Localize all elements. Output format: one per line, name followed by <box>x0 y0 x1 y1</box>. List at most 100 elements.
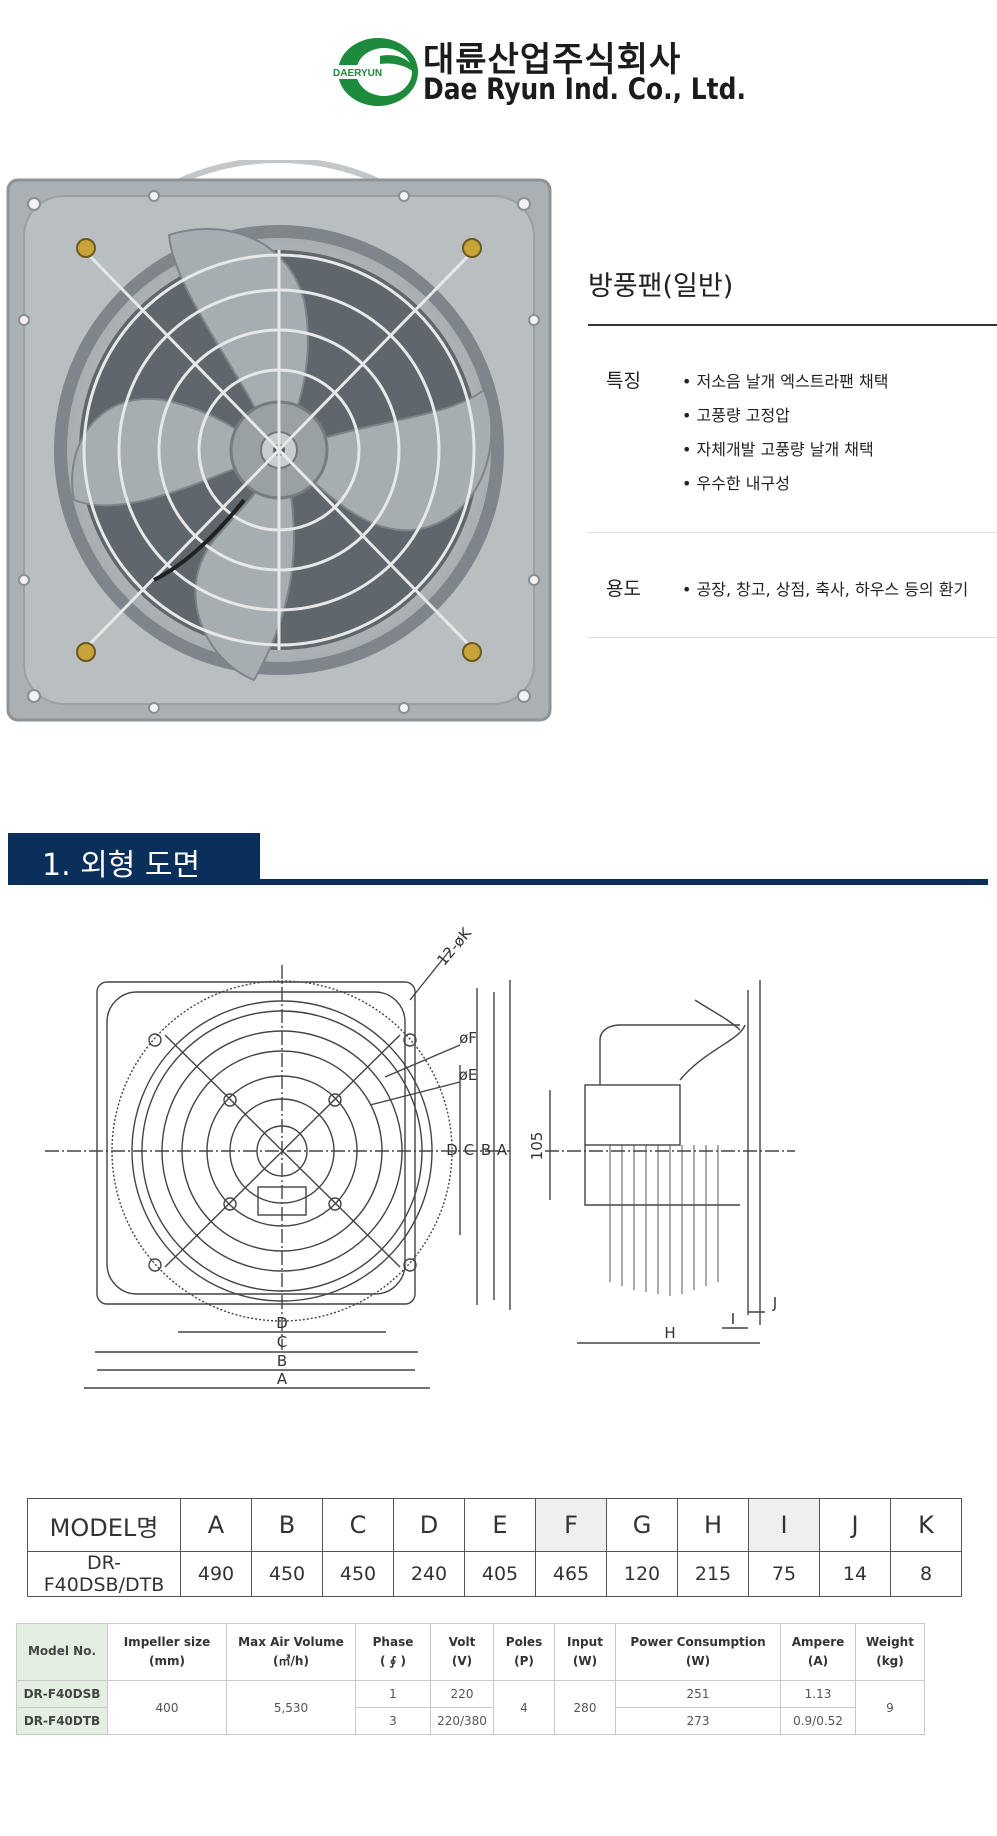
section-tab <box>8 833 260 885</box>
company-name-korean: 대륜산업주식회사 <box>423 40 682 80</box>
header-unit: (kg) <box>876 1654 904 1668</box>
label-horiz-c: C <box>277 1333 287 1351</box>
table-row: DR-F40DSB 400 5,530 1 220 4 280 251 1.13… <box>16 1680 925 1735</box>
header-label: Volt <box>448 1634 476 1649</box>
label-phi-e: øE <box>459 1066 478 1084</box>
model-cell: DR-F40DTB <box>16 1707 108 1735</box>
label-horiz-b: B <box>277 1352 287 1370</box>
feature-item: • 고풍량 고정압 <box>682 406 790 425</box>
header-poles: Poles (P) <box>493 1623 555 1681</box>
header-cell: K <box>890 1498 962 1552</box>
poles-cell: 4 <box>493 1680 555 1735</box>
divider <box>588 637 997 638</box>
product-fan-image <box>6 160 552 722</box>
table-row: DR-F40DTB 3 220/380 273 0.9/0.52 <box>16 1707 925 1735</box>
header-label: Impeller size <box>123 1634 211 1649</box>
feature-item: • 자체개발 고풍량 날개 채택 <box>682 440 874 459</box>
header-cell: J <box>819 1498 891 1552</box>
header-volt: Volt (V) <box>430 1623 494 1681</box>
power-cell: 273 <box>615 1707 781 1735</box>
header-unit: (V) <box>451 1654 473 1668</box>
section-underline <box>8 879 988 885</box>
company-logo: DAERYUN <box>330 38 418 106</box>
label-side-i: I <box>731 1310 735 1328</box>
label-vert-b: B <box>481 1141 491 1159</box>
dimension-table-header: MODEL명 A B C D E F G H I J K <box>27 1498 962 1552</box>
header-unit: (P) <box>514 1654 534 1668</box>
usage-item: • 공장, 창고, 상점, 축사, 하우스 등의 환기 <box>682 580 969 599</box>
outline-drawing: 12-øK øF øE D C B A D C B A 105 H I J <box>45 923 795 1389</box>
weight-cell: 9 <box>855 1680 925 1735</box>
header-weight: Weight (kg) <box>855 1623 925 1681</box>
label-phi-f: øF <box>459 1029 477 1047</box>
header-label: Model No. <box>27 1644 97 1659</box>
usage-label: 용도 <box>606 578 641 600</box>
header-unit: (㎥/h) <box>273 1654 309 1668</box>
header-cell: D <box>393 1498 465 1552</box>
section-title: 1. 외형 도면 <box>42 848 201 883</box>
table-cell: 8 <box>890 1551 962 1597</box>
label-vert-d: D <box>446 1141 458 1159</box>
table-cell: 450 <box>251 1551 323 1597</box>
logo-text: DAERYUN <box>333 68 382 79</box>
header-label: Poles <box>505 1634 543 1649</box>
header-air-volume: Max Air Volume (㎥/h) <box>226 1623 356 1681</box>
header-cell: A <box>180 1498 252 1552</box>
header-unit: (W) <box>572 1654 598 1668</box>
header-ampere: Ampere (A) <box>780 1623 856 1681</box>
phase-cell: 3 <box>355 1707 431 1735</box>
table-cell: 405 <box>464 1551 536 1597</box>
divider <box>588 532 997 533</box>
header-cell: H <box>677 1498 749 1552</box>
ampere-cell: 0.9/0.52 <box>780 1707 856 1735</box>
company-name-english: Dae Ryun Ind. Co., Ltd. <box>423 72 746 106</box>
header-model: Model No. <box>16 1623 108 1681</box>
header-cell: G <box>606 1498 678 1552</box>
divider <box>588 324 997 326</box>
table-cell: DR-F40DSB/DTB <box>27 1551 181 1597</box>
header-unit: (A) <box>807 1654 829 1668</box>
header-label: Input <box>567 1634 603 1649</box>
feature-item: • 저소음 날개 엑스트라팬 채택 <box>682 372 889 391</box>
label-side-h: H <box>664 1324 675 1342</box>
header-label: Phase <box>372 1634 414 1649</box>
header-impeller: Impeller size (mm) <box>107 1623 227 1681</box>
table-cell: 240 <box>393 1551 465 1597</box>
header-input: Input (W) <box>554 1623 616 1681</box>
label-horiz-a: A <box>277 1370 288 1388</box>
phase-cell: 1 <box>355 1680 431 1708</box>
header-label: Ampere <box>791 1634 845 1649</box>
power-cell: 251 <box>615 1680 781 1708</box>
table-cell: 215 <box>677 1551 749 1597</box>
features-label: 특징 <box>606 370 641 392</box>
product-name: 방풍팬(일반) <box>588 271 734 302</box>
dimension-table: MODEL명 A B C D E F G H I J K DR-F40DSB/D… <box>27 1498 962 1597</box>
label-horiz-d: D <box>276 1314 288 1332</box>
spec-table-header: Model No. Impeller size (mm) Max Air Volu… <box>16 1623 925 1681</box>
input-cell: 280 <box>554 1680 616 1735</box>
table-cell: 450 <box>322 1551 394 1597</box>
spec-table: Model No. Impeller size (mm) Max Air Volu… <box>16 1623 925 1735</box>
header-label: Power Consumption <box>630 1634 766 1649</box>
header-label: Weight <box>866 1634 914 1649</box>
table-cell: 465 <box>535 1551 607 1597</box>
header-phase: Phase( ∮ ) <box>355 1623 431 1681</box>
label-side-j: J <box>772 1294 777 1312</box>
table-cell: 490 <box>180 1551 252 1597</box>
air-volume-cell: 5,530 <box>226 1680 356 1735</box>
header-unit: (mm) <box>149 1654 185 1668</box>
header-power: Power Consumption(W) <box>615 1623 781 1681</box>
header-label: Max Air Volume <box>238 1634 344 1649</box>
model-cell: DR-F40DSB <box>16 1680 108 1708</box>
header-cell: I <box>748 1498 820 1552</box>
label-vert-c: C <box>464 1141 474 1159</box>
header-cell: F <box>535 1498 607 1552</box>
table-row: DR-F40DSB/DTB 490 450 450 240 405 465 12… <box>27 1551 962 1597</box>
volt-cell: 220/380 <box>430 1707 494 1735</box>
header-cell: E <box>464 1498 536 1552</box>
label-side-105: 105 <box>528 1132 546 1161</box>
header-cell: B <box>251 1498 323 1552</box>
volt-cell: 220 <box>430 1680 494 1708</box>
label-vert-a: A <box>497 1141 508 1159</box>
label-hole: 12-øK <box>433 923 476 969</box>
